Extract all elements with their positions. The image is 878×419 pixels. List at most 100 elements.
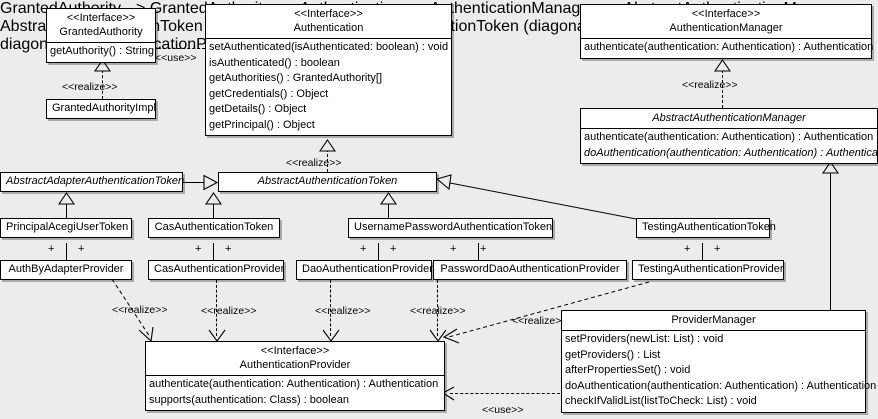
assoc-testingtoken-testingprovider — [702, 243, 703, 261]
class-header: AuthByAdapterProvider — [1, 261, 131, 279]
assoc-upat-daoprovider — [378, 243, 379, 261]
class-granted-authority[interactable]: <<Interface>> GrantedAuthority getAuthor… — [46, 8, 156, 63]
class-header: UsernamePasswordAuthenticationToken — [349, 219, 552, 237]
class-dao-authentication-provider[interactable]: DaoAuthenticationProvider — [296, 260, 433, 280]
operation: getDetails() : Object — [209, 103, 307, 115]
class-header: <<Interface>> GrantedAuthority — [47, 9, 155, 42]
class-name: CasAuthenticationToken — [154, 221, 274, 233]
operation: getProviders() : List — [565, 348, 661, 361]
operations-compartment: authenticate(authentication: Authenticat… — [146, 376, 444, 410]
label-realize-passworddaoprovider: <<realize>> — [410, 305, 466, 317]
divider — [206, 38, 451, 39]
class-authentication[interactable]: <<Interface>> Authentication setAuthenti… — [205, 4, 452, 136]
operation: setAuthenticated(isAuthenticated: boolea… — [209, 41, 449, 53]
class-cas-authentication-token[interactable]: CasAuthenticationToken — [148, 218, 280, 238]
operation: getAuthority() : String — [50, 45, 154, 57]
class-name: UsernamePasswordAuthenticationToken — [354, 221, 553, 233]
plus-marker: + — [48, 243, 55, 255]
class-username-password-authentication-token[interactable]: UsernamePasswordAuthenticationToken — [348, 218, 553, 238]
class-header: DaoAuthenticationProvider — [297, 261, 433, 279]
class-abstract-authentication-token[interactable]: AbstractAuthenticationToken — [218, 172, 437, 192]
stereotype-label: <<Interface>> — [294, 8, 363, 20]
class-header: AbstractAdapterAuthenticationToken — [1, 173, 185, 191]
stereotype-label: <<Interface>> — [691, 8, 761, 20]
class-header: TestingAuthenticationToken — [637, 219, 776, 237]
triangle-abstractauthenticationtoken-left — [203, 174, 219, 196]
class-header: AbstractAuthenticationToken — [219, 173, 436, 191]
class-header: CasAuthenticationToken — [149, 219, 279, 237]
class-name: AuthenticationProvider — [239, 359, 351, 371]
plus-marker: + — [450, 243, 457, 255]
label-realize-testingprovider: <<realize>> — [512, 315, 568, 327]
plus-marker: + — [714, 243, 721, 255]
divider — [581, 128, 877, 129]
label-realize-daoprovider: <<realize>> — [315, 305, 371, 317]
triangle-authentication — [318, 139, 337, 157]
operation: supports(authentication: Class) : boolea… — [149, 393, 349, 406]
class-header: PrincipalAcegiUserToken — [1, 219, 131, 237]
operation: isAuthenticated() : boolean — [209, 56, 340, 69]
operations-compartment: authenticate(authentication: Authenticat… — [581, 129, 878, 163]
operation: setProviders(newList: List) : void — [565, 333, 724, 345]
operation: checkIfValidList(listToCheck: List) : vo… — [565, 395, 757, 407]
operation: getAuthorities() : GrantedAuthority[] — [209, 72, 383, 84]
class-name: PrincipalAcegiUserToken — [6, 221, 129, 233]
realization-abstractauthenticationmanager — [722, 70, 723, 108]
operation: authenticate(authentication: Authenticat… — [584, 41, 874, 53]
class-header: <<Interface>> AuthenticationManager — [581, 5, 871, 38]
class-header: CasAuthenticationProvider — [149, 261, 284, 279]
generalization-usernamepasswordtoken-line — [388, 193, 389, 218]
class-testing-authentication-token[interactable]: TestingAuthenticationToken — [636, 218, 776, 238]
class-name: TestingAuthenticationToken — [642, 221, 776, 233]
class-granted-authority-impl[interactable]: GrantedAuthorityImpl — [46, 99, 156, 119]
class-authentication-manager[interactable]: <<Interface>> AuthenticationManager auth… — [580, 4, 874, 59]
realization-grantedauthorityimpl — [102, 70, 103, 99]
class-name: AbstractAuthenticationManager — [652, 112, 806, 124]
class-name: TestingAuthenticationProvider — [638, 263, 784, 275]
operation: getCredentials() : Object — [209, 87, 329, 100]
plus-marker: + — [684, 243, 691, 255]
operations-compartment: setProviders(newList: List) : void getPr… — [562, 331, 876, 412]
class-authentication-provider[interactable]: <<Interface>> AuthenticationProvider aut… — [145, 341, 445, 411]
class-name: DaoAuthenticationProvider — [302, 263, 433, 275]
class-abstract-adapter-authentication-token[interactable]: AbstractAdapterAuthenticationToken — [0, 172, 185, 192]
class-provider-manager[interactable]: ProviderManager setProviders(newList: Li… — [561, 310, 876, 413]
generalization-testingtoken-line — [449, 180, 665, 235]
class-name: GrantedAuthority — [59, 26, 143, 38]
stereotype-label: <<Interface>> — [260, 345, 330, 357]
realization-testingprovider-line — [443, 280, 653, 347]
plus-marker: + — [195, 243, 202, 255]
class-name: AbstractAdapterAuthenticationToken — [6, 175, 185, 187]
class-header: GrantedAuthorityImpl — [47, 100, 156, 118]
class-name: PasswordDaoAuthenticationProvider — [440, 263, 620, 275]
triangle-abstractauthenticationmanager — [821, 161, 840, 179]
class-password-dao-authentication-provider[interactable]: PasswordDaoAuthenticationProvider — [433, 260, 627, 280]
class-abstract-authentication-manager[interactable]: AbstractAuthenticationManager authentica… — [580, 108, 878, 164]
divider — [581, 38, 871, 39]
divider — [562, 330, 865, 331]
label-realize-authenticationtoken: <<realize>> — [286, 157, 342, 169]
operations-compartment: setAuthenticated(isAuthenticated: boolea… — [206, 39, 451, 135]
realization-authbyadapter-line — [110, 278, 165, 346]
class-name: GrantedAuthorityImpl — [52, 102, 156, 114]
class-auth-by-adapter-provider[interactable]: AuthByAdapterProvider — [0, 260, 132, 280]
generalization-principalacegi-line — [66, 193, 67, 218]
class-header: TestingAuthenticationProvider — [633, 261, 784, 279]
label-realize-casprovider: <<realize>> — [201, 305, 257, 317]
class-testing-authentication-provider[interactable]: TestingAuthenticationProvider — [632, 260, 784, 280]
class-name: Authentication — [293, 22, 364, 34]
assoc-upat-passworddaoprovider — [478, 243, 479, 261]
label-use-providermanager: <<use>> — [482, 404, 524, 416]
class-principal-acegi-user-token[interactable]: PrincipalAcegiUserToken — [0, 218, 132, 238]
operations-compartment: getAuthority() : String — [47, 43, 155, 62]
class-cas-authentication-provider[interactable]: CasAuthenticationProvider — [148, 260, 284, 280]
divider — [47, 42, 155, 43]
plus-marker: + — [78, 243, 85, 255]
class-header: <<Interface>> Authentication — [206, 5, 451, 38]
triangle-grantedauthority — [93, 59, 112, 77]
operations-compartment: authenticate(authentication: Authenticat… — [581, 39, 874, 58]
class-name: AbstractAuthenticationToken — [257, 175, 398, 187]
realization-passworddaoprovider-line — [437, 280, 438, 336]
plus-marker: + — [390, 243, 397, 255]
class-name: AuthenticationManager — [669, 22, 783, 34]
